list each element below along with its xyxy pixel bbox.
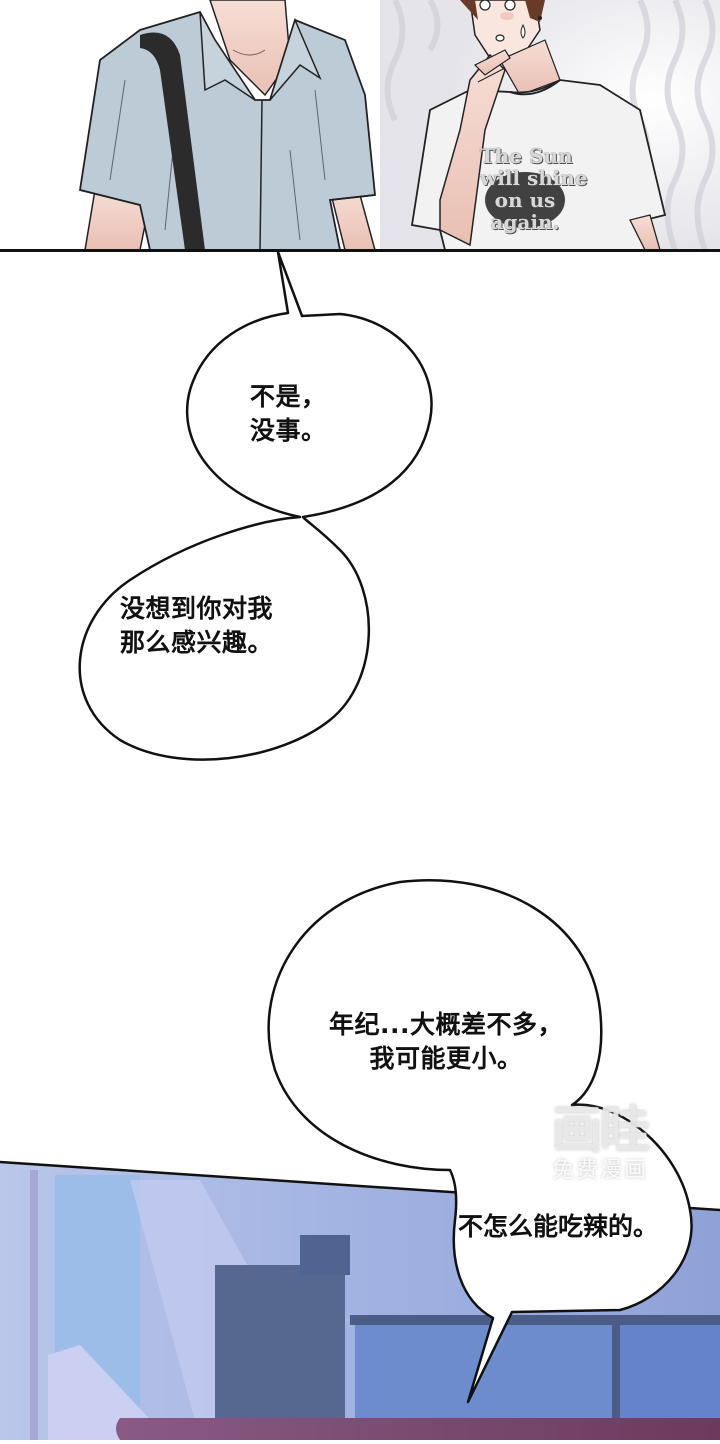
speech-bubble-text-4: 不怎么能吃辣的。 bbox=[458, 1212, 659, 1241]
watermark: 画眭 免费漫画 bbox=[535, 1102, 665, 1184]
stacked-speech-bubble bbox=[78, 250, 433, 761]
characters-illustration bbox=[0, 0, 720, 250]
speech-bubble-text-2: 没想到你对我 那么感兴趣。 bbox=[120, 594, 274, 657]
panel-divider bbox=[0, 249, 720, 252]
watermark-logo: 画眭 bbox=[552, 1101, 650, 1159]
watermark-subtitle: 免费漫画 bbox=[551, 1158, 648, 1183]
speech-bubble-text-3: 年纪...大概差不多， 我可能更小。 bbox=[329, 1010, 563, 1073]
speech-bubble-text-1: 不是， 没事。 bbox=[250, 382, 327, 445]
panel-top-illustration: The Sun will shine on us again. bbox=[0, 0, 720, 250]
